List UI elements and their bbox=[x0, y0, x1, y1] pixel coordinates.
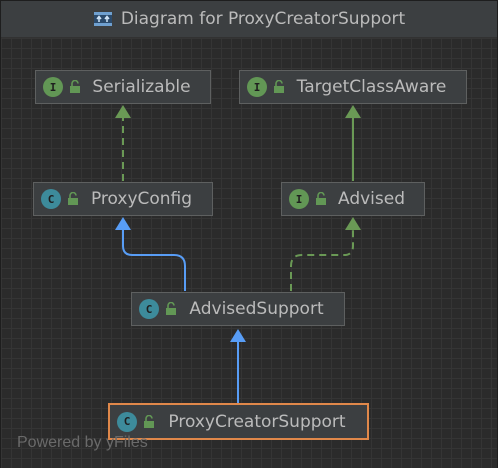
edge-proxycreatorsupport-advisedsupport bbox=[230, 329, 246, 403]
class-icon: C bbox=[139, 299, 159, 319]
node-target-class-aware[interactable]: I TargetClassAware bbox=[239, 70, 467, 104]
node-label: ProxyCreatorSupport bbox=[168, 411, 346, 432]
node-label: Advised bbox=[337, 189, 405, 209]
class-icon: C bbox=[41, 189, 61, 209]
class-icon: C bbox=[117, 411, 137, 432]
node-advised[interactable]: I Advised bbox=[281, 182, 425, 216]
edge-advisedsupport-proxyconfig bbox=[115, 217, 186, 291]
unlock-icon bbox=[68, 192, 78, 205]
interface-icon: I bbox=[43, 77, 63, 97]
interface-icon: I bbox=[289, 189, 309, 209]
diagram-icon bbox=[93, 12, 112, 26]
window-title-bar: Diagram for ProxyCreatorSupport bbox=[1, 1, 497, 38]
node-proxy-creator-support[interactable]: C ProxyCreatorSupport bbox=[108, 403, 369, 440]
node-label: TargetClassAware bbox=[296, 77, 447, 97]
window-title: Diagram for ProxyCreatorSupport bbox=[120, 9, 406, 29]
unlock-icon bbox=[166, 302, 176, 315]
node-label: AdvisedSupport bbox=[189, 299, 324, 319]
diagram-canvas[interactable]: I Serializable I TargetClassAware C Prox… bbox=[1, 38, 497, 468]
unlock-icon bbox=[70, 80, 80, 93]
node-advised-support[interactable]: C AdvisedSupport bbox=[131, 292, 345, 326]
edge-proxyconfig-serializable bbox=[115, 105, 131, 181]
edge-advised-targetclassaware bbox=[345, 105, 361, 181]
node-label: Serializable bbox=[92, 77, 191, 97]
interface-icon: I bbox=[247, 77, 267, 97]
diagram-edges bbox=[115, 105, 361, 403]
yfiles-watermark: Powered by yFiles bbox=[17, 434, 148, 451]
unlock-icon bbox=[274, 80, 284, 93]
node-label: ProxyConfig bbox=[90, 189, 193, 209]
node-serializable[interactable]: I Serializable bbox=[35, 70, 211, 104]
edge-advisedsupport-advised bbox=[290, 217, 361, 291]
node-proxy-config[interactable]: C ProxyConfig bbox=[33, 182, 213, 216]
unlock-icon bbox=[316, 192, 326, 205]
unlock-icon bbox=[144, 414, 154, 428]
